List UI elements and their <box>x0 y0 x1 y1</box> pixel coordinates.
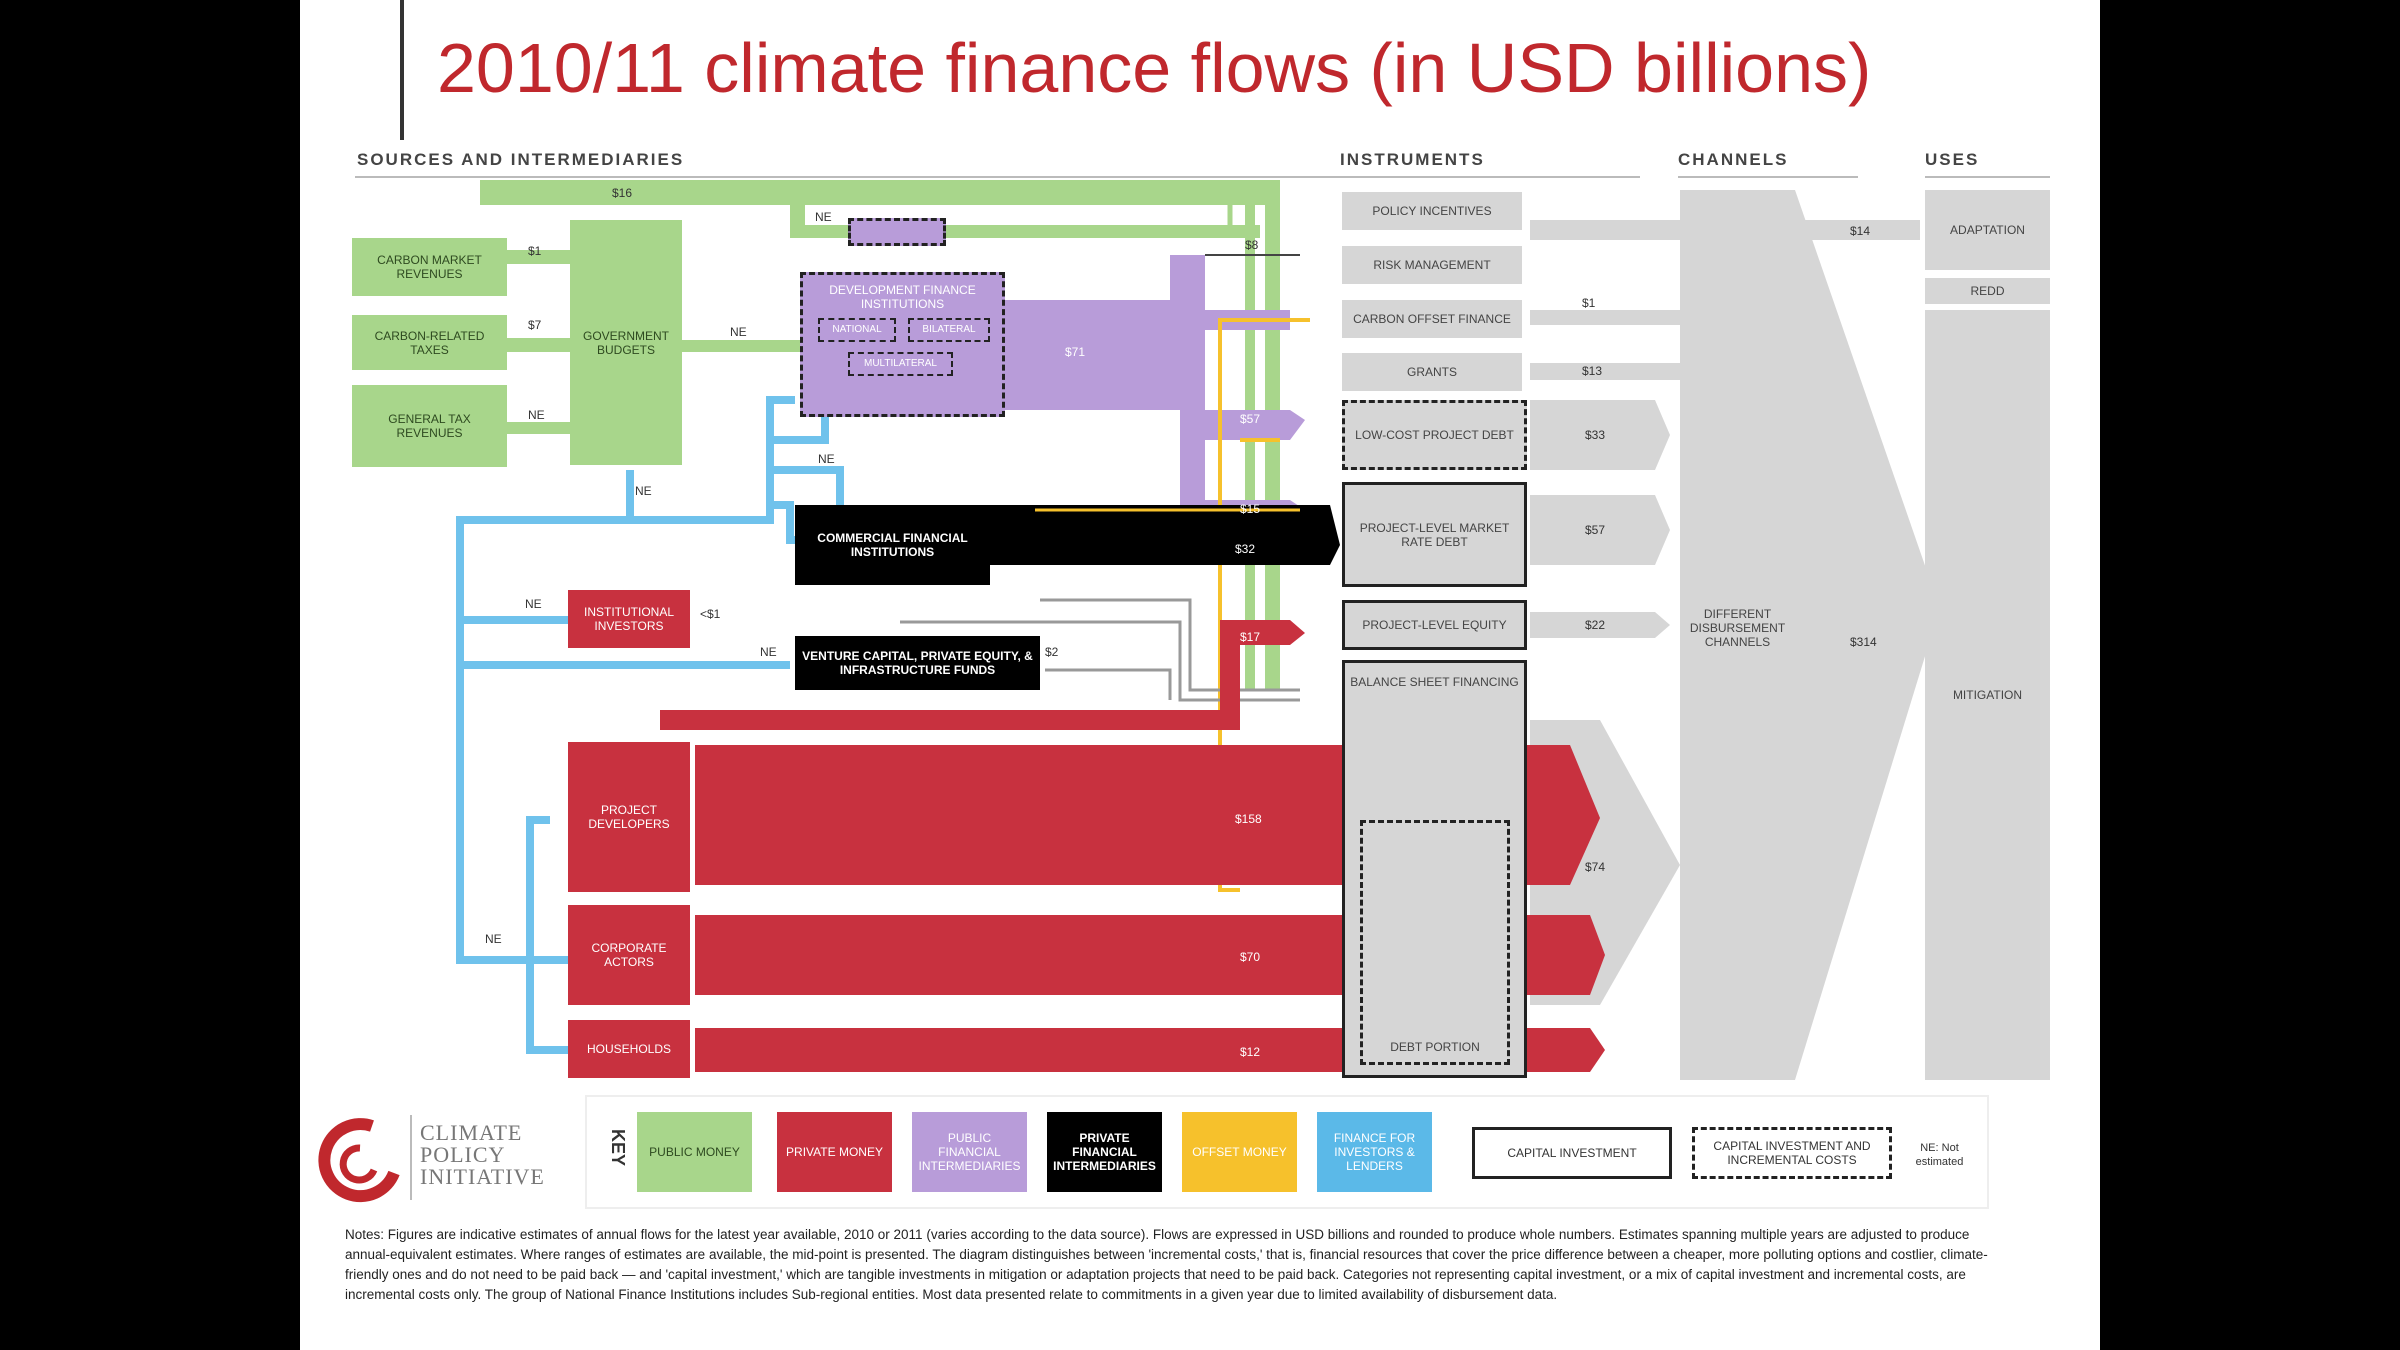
dfi-label: DEVELOPMENT FINANCE INSTITUTIONS <box>829 283 976 311</box>
policy-incentives-box: POLICY INCENTIVES <box>1342 192 1522 230</box>
key-private-money: PRIVATE MONEY <box>777 1112 892 1192</box>
section-instruments: INSTRUMENTS <box>1340 150 1485 169</box>
title-accent-line <box>400 0 404 140</box>
key-title: KEY <box>608 1128 629 1167</box>
flow-label: $13 <box>1582 364 1603 378</box>
flow-label: $32 <box>1235 542 1256 556</box>
key-capital-incremental: CAPITAL INVESTMENT AND INCREMENTAL COSTS <box>1692 1127 1892 1179</box>
key-finance-investors: FINANCE FOR INVESTORS & LENDERS <box>1317 1112 1432 1192</box>
section-rule <box>1678 176 1858 178</box>
logo-divider <box>410 1115 412 1200</box>
key-offset-money: OFFSET MONEY <box>1182 1112 1297 1192</box>
flow-label: NE <box>485 932 502 946</box>
section-rule <box>1340 176 1640 178</box>
flow-label: $71 <box>1065 345 1086 359</box>
debt-portion-label: DEBT PORTION <box>1390 1040 1480 1054</box>
flow-label: $33 <box>1585 428 1606 442</box>
balance-sheet-label: BALANCE SHEET FINANCING <box>1350 675 1519 689</box>
carbon-offset-finance-box: CARBON OFFSET FINANCE <box>1342 300 1522 338</box>
flow-label: NE <box>528 408 545 422</box>
logo-line: CLIMATE <box>420 1120 523 1145</box>
flow-label: $2 <box>1045 645 1059 659</box>
key-private-intermediaries: PRIVATE FINANCIAL INTERMEDIARIES <box>1047 1112 1162 1192</box>
different-channels-label: DIFFERENT DISBURSEMENT CHANNELS <box>1689 606 1786 649</box>
key-legend: KEY PUBLIC MONEY PRIVATE MONEY PUBLIC FI… <box>585 1095 1989 1209</box>
dfi-top-box <box>848 218 946 246</box>
adaptation-box: ADAPTATION <box>1925 190 2050 270</box>
general-tax-box: GENERAL TAX REVENUES <box>352 385 507 467</box>
flow-label: NE <box>635 484 652 498</box>
flow-label: <$1 <box>700 607 721 621</box>
project-developers-box: PROJECT DEVELOPERS <box>568 742 690 892</box>
flow-label: $16 <box>612 186 633 200</box>
market-rate-debt-box: PROJECT-LEVEL MARKET RATE DEBT <box>1342 482 1527 587</box>
flow-label: $57 <box>1240 412 1261 426</box>
flow-label: NE <box>525 597 542 611</box>
key-not-estimated: NE: Not estimated <box>1915 1141 1964 1168</box>
flow-label: $14 <box>1850 224 1871 238</box>
section-uses: USES <box>1925 150 1980 169</box>
climate-policy-logo-icon <box>318 1118 400 1203</box>
slide: 2010/11 climate finance flows (in USD bi… <box>300 0 2100 1350</box>
flow-label: $8 <box>1245 238 1259 252</box>
flow-label: $17 <box>1240 630 1261 644</box>
section-rule <box>1925 176 2050 178</box>
dfi-bilateral-box: BILATERAL <box>908 318 990 342</box>
flow-label: NE <box>815 210 832 224</box>
section-sources: SOURCES AND INTERMEDIARIES <box>357 150 685 169</box>
flow-label: NE <box>730 325 747 339</box>
flow-label: $74 <box>1585 860 1606 874</box>
corporate-actors-box: CORPORATE ACTORS <box>568 905 690 1005</box>
dfi-box: DEVELOPMENT FINANCE INSTITUTIONS <box>800 272 1005 417</box>
flow-label: $1 <box>1582 296 1596 310</box>
carbon-market-revenues-box: CARBON MARKET REVENUES <box>352 238 507 296</box>
logo-text: CLIMATE POLICY INITIATIVE <box>420 1122 545 1188</box>
section-rule <box>355 176 1345 178</box>
flow-label: NE <box>760 645 777 659</box>
redd-box: REDD <box>1925 278 2050 304</box>
flow-label: $15 <box>1240 502 1261 516</box>
notes-text: Notes: Figures are indicative estimates … <box>345 1227 1988 1302</box>
key-capital-investment: CAPITAL INVESTMENT <box>1472 1127 1672 1179</box>
flow-label: $158 <box>1235 812 1262 826</box>
carbon-taxes-box: CARBON-RELATED TAXES <box>352 315 507 370</box>
flow-label: $70 <box>1240 950 1261 964</box>
logo-line: POLICY <box>420 1142 506 1167</box>
flow-label: $57 <box>1585 523 1606 537</box>
section-channels: CHANNELS <box>1678 150 1789 169</box>
project-equity-box: PROJECT-LEVEL EQUITY <box>1342 600 1527 650</box>
grants-box: GRANTS <box>1342 353 1522 391</box>
government-budgets-box: GOVERNMENT BUDGETS <box>570 220 682 465</box>
flow-label: $1 <box>528 244 542 258</box>
key-public-money: PUBLIC MONEY <box>637 1112 752 1192</box>
flow-label: $12 <box>1240 1045 1261 1059</box>
debt-portion-box: DEBT PORTION <box>1360 820 1510 1065</box>
logo-line: INITIATIVE <box>420 1164 545 1189</box>
commercial-financial-box: COMMERCIAL FINANCIAL INSTITUTIONS <box>795 505 990 585</box>
flow-label: NE <box>818 452 835 466</box>
flow-label: $7 <box>528 318 542 332</box>
flow-label: $314 <box>1850 635 1877 649</box>
low-cost-debt-box: LOW-COST PROJECT DEBT <box>1342 400 1527 470</box>
households-box: HOUSEHOLDS <box>568 1020 690 1078</box>
key-public-intermediaries: PUBLIC FINANCIAL INTERMEDIARIES <box>912 1112 1027 1192</box>
risk-management-box: RISK MANAGEMENT <box>1342 246 1522 284</box>
mitigation-box: MITIGATION <box>1925 310 2050 1080</box>
dfi-national-box: NATIONAL <box>818 318 896 342</box>
dfi-multilateral-box: MULTILATERAL <box>848 352 953 376</box>
flow-label: $22 <box>1585 618 1606 632</box>
venture-capital-box: VENTURE CAPITAL, PRIVATE EQUITY, & INFRA… <box>795 636 1040 690</box>
page-title: 2010/11 climate finance flows (in USD bi… <box>437 29 1872 107</box>
institutional-investors-box: INSTITUTIONAL INVESTORS <box>568 590 690 648</box>
